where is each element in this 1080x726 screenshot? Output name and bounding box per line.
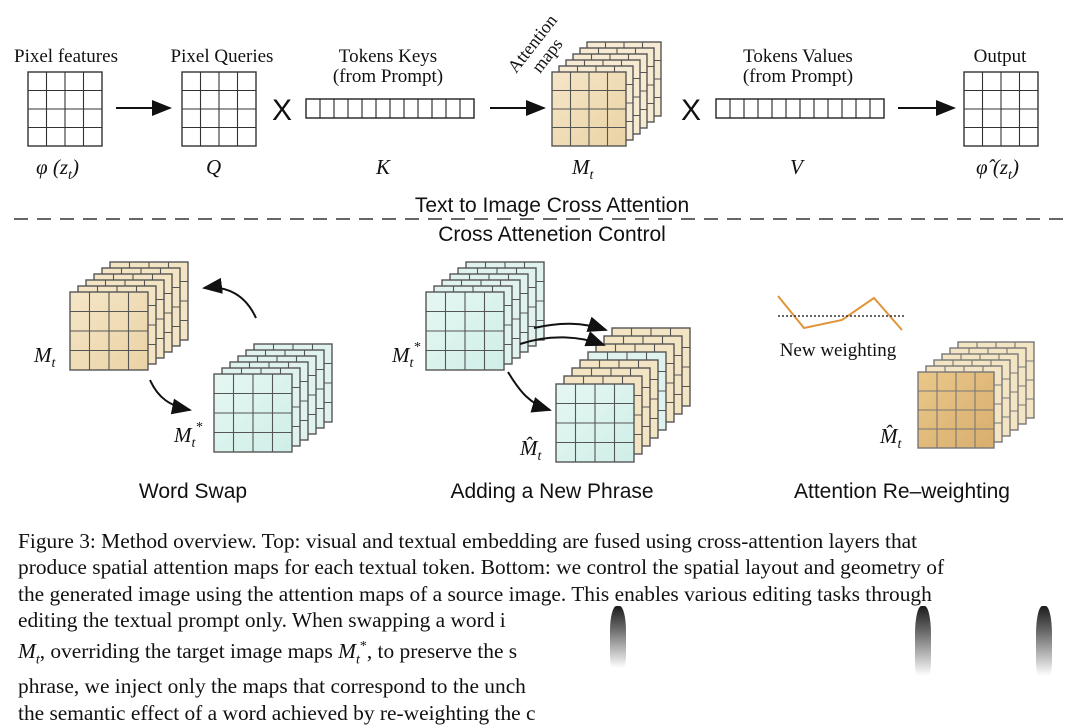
tokens-keys-bar [305,98,475,119]
word-swap-caption: Word Swap [139,480,247,503]
word-swap-target-stack [213,343,333,453]
figure-caption: Figure 3: Method overview. Top: visual a… [18,528,1064,726]
reweighting-caption: Attention Re–weighting [794,480,1010,503]
v-symbol: V [790,155,805,179]
bottom-section-title: Cross Attenetion Control [438,223,666,246]
new-phrase-arrow-3 [507,371,552,413]
method-figure: Pixel features Pixel Queries Tokens Keys… [14,11,1066,503]
word-swap-arrow-up [202,277,257,319]
top-section-title: Text to Image Cross Attention [415,194,689,217]
word-swap-mt-label: Mt [33,343,57,371]
caption-line-1: Figure 3: Method overview. Top: visual a… [18,529,918,553]
reweighting-mhat-label: M̂t [879,424,903,452]
tokens-values-bar [715,98,885,119]
reweighting-stack [917,341,1035,449]
map-layer [69,291,149,371]
pixel-queries-grid [181,71,257,147]
pixel-queries-cells [181,71,257,147]
map-layer [425,291,505,371]
output-cells [963,71,1039,147]
caption-line-4: editing the textual prompt only. When sw… [18,608,506,633]
new-phrase-source-stack [425,261,545,371]
times-symbol-2: X [681,94,701,127]
pixel-features-cells [27,71,103,147]
caption-line-6: phrase, we inject only the maps that cor… [18,674,526,699]
tokens-values-label: Tokens Values [743,46,853,67]
new-phrase-mhat-label: M̂t [519,436,543,464]
tokens-keys-label: Tokens Keys [339,46,437,67]
q-symbol: Q [206,155,221,179]
map-layer [555,383,635,463]
map-layer [551,71,627,147]
pixel-features-grid [27,71,103,147]
word-swap-mstar-label: Mt* [173,420,202,451]
new-phrase-arrow-1 [533,316,608,332]
phi-hat-symbol: φ̂ (zt) [976,155,1019,183]
new-phrase-mstar-label: Mt* [391,340,420,371]
tokens-values-sublabel: (from Prompt) [743,66,853,87]
new-weighting-label: New weighting [780,340,897,361]
output-label: Output [974,46,1028,67]
phi-symbol: φ (zt) [36,155,79,183]
pixel-features-label: Pixel features [14,46,118,67]
word-swap-source-stack [69,261,189,371]
new-weighting-curve [777,295,903,331]
pixel-queries-label: Pixel Queries [171,46,274,67]
caption-line-3: the generated image using the attention … [18,581,932,606]
new-phrase-output-stack [555,327,691,463]
times-symbol-1: X [272,94,292,127]
word-swap-arrow-down [149,379,192,415]
tokens-keys-sublabel: (from Prompt) [333,66,443,87]
caption-line-5: Mt, overriding the target image maps Mt*… [18,638,518,668]
attention-maps-stack [551,41,662,147]
new-phrase-arrow-2 [519,331,606,347]
caption-line-2: produce spatial attention maps for each … [18,555,945,580]
output-grid [963,71,1039,147]
k-symbol: K [375,155,391,179]
new-phrase-caption: Adding a New Phrase [450,480,653,503]
mt-symbol: Mt [571,155,595,183]
map-layer [917,371,995,449]
map-layer [213,373,293,453]
